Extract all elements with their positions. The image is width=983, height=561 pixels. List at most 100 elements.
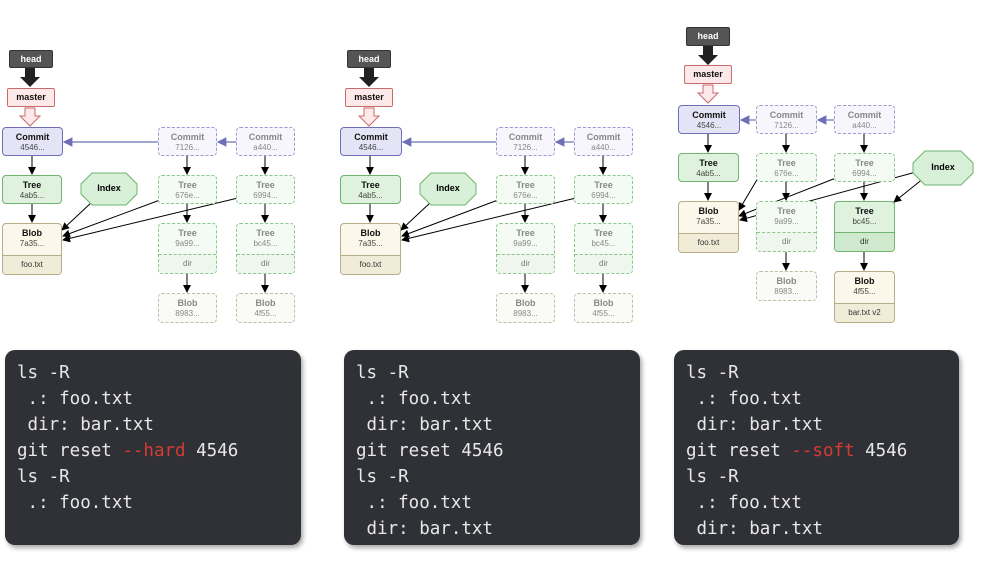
head-label: head bbox=[358, 54, 380, 64]
commit-hash: 4546... bbox=[20, 143, 45, 152]
command-arg: 4546 bbox=[854, 441, 908, 461]
terminal-line: dir: bar.txt bbox=[356, 519, 493, 539]
tree-hash: 9a99... bbox=[175, 239, 200, 248]
tree-4ab5: Tree 4ab5... bbox=[2, 175, 62, 204]
command-text: git reset bbox=[686, 441, 792, 461]
commit-7126: Commit 7126... bbox=[756, 105, 817, 134]
index-node bbox=[80, 172, 138, 206]
commit-hash: 7126... bbox=[774, 121, 799, 130]
commit-hash: a440... bbox=[591, 143, 616, 152]
terminal-line: .: foo.txt bbox=[356, 493, 472, 513]
command-text: git reset bbox=[17, 441, 123, 461]
commit-a440: Commit a440... bbox=[834, 105, 895, 134]
commit-7126: Commit 7126... bbox=[158, 127, 217, 156]
blob-4f55: Blob 4f55... bbox=[236, 293, 295, 323]
terminal-line: .: foo.txt bbox=[356, 389, 472, 409]
index-node bbox=[419, 172, 477, 206]
blob-title: Blob bbox=[22, 228, 42, 238]
tree-bc45: Tree bc45... dir bbox=[236, 223, 295, 274]
head-ref: head bbox=[347, 50, 391, 68]
tree-hash: 9a99... bbox=[513, 239, 538, 248]
tree-hash: 9a99... bbox=[774, 217, 799, 226]
tree-4ab5: Tree 4ab5... bbox=[340, 175, 401, 204]
index-label: Index bbox=[931, 162, 955, 172]
tree-title: Tree bbox=[256, 228, 275, 238]
blob-hash: 4f55... bbox=[254, 309, 277, 318]
commit-hash: 7126... bbox=[513, 143, 538, 152]
tree-hash: 676e... bbox=[774, 169, 799, 178]
commit-title: Commit bbox=[170, 132, 205, 142]
tree-title: Tree bbox=[516, 228, 535, 238]
blob-7a35: Blob 7a35... foo.txt bbox=[2, 223, 62, 275]
tree-title: Tree bbox=[777, 206, 796, 216]
tree-4ab5: Tree 4ab5... bbox=[678, 153, 739, 182]
commit-4546: Commit 4546... bbox=[340, 127, 402, 156]
master-label: master bbox=[16, 92, 46, 102]
panel-mixed-reset: head master Commit 4546... Commit 7126..… bbox=[338, 0, 668, 561]
terminal-line: .: foo.txt bbox=[17, 389, 133, 409]
blob-title: Blob bbox=[776, 276, 797, 286]
index-label: Index bbox=[97, 183, 121, 193]
blob-filename: foo.txt bbox=[341, 255, 400, 274]
terminal-output: ls -R .: foo.txt dir: bar.txt git reset … bbox=[344, 350, 640, 545]
blob-hash: 8983... bbox=[513, 309, 538, 318]
tree-dirname: dir bbox=[575, 254, 632, 273]
tree-9a99: Tree 9a99... dir bbox=[756, 201, 817, 252]
blob-filename: foo.txt bbox=[679, 233, 738, 252]
tree-bc45: Tree bc45... dir bbox=[574, 223, 633, 274]
commit-hash: a440... bbox=[852, 121, 877, 130]
commit-title: Commit bbox=[769, 110, 804, 120]
terminal-line: dir: bar.txt bbox=[356, 415, 493, 435]
terminal-line: .: foo.txt bbox=[686, 389, 802, 409]
tree-hash: 4ab5... bbox=[358, 191, 383, 200]
panel-soft-reset: head master Commit 4546... Commit 7126..… bbox=[674, 0, 983, 561]
master-label: master bbox=[693, 69, 723, 79]
tree-dirname: dir bbox=[835, 232, 894, 251]
terminal-line: dir: bar.txt bbox=[17, 415, 154, 435]
tree-hash: 6994... bbox=[591, 191, 616, 200]
blob-title: Blob bbox=[698, 206, 719, 216]
terminal-line: dir: bar.txt bbox=[686, 415, 823, 435]
tree-hash: 4ab5... bbox=[19, 191, 45, 200]
tree-hash: 676e... bbox=[175, 191, 200, 200]
diagram-edges bbox=[696, 46, 925, 271]
terminal-line: ls -R bbox=[356, 363, 409, 383]
head-label: head bbox=[20, 54, 42, 64]
tree-hash: bc45... bbox=[591, 239, 616, 248]
command-text: git reset 4546 bbox=[356, 441, 504, 461]
panel-hard-reset: head master Commit 4546... Commit 7126..… bbox=[0, 0, 330, 561]
diagram-edges bbox=[18, 68, 269, 293]
commit-4546: Commit 4546... bbox=[2, 127, 63, 156]
tree-9a99: Tree 9a99... dir bbox=[496, 223, 555, 274]
blob-4f55: Blob 4f55... bbox=[574, 293, 633, 323]
blob-title: Blob bbox=[177, 298, 198, 308]
index-node bbox=[912, 150, 974, 186]
commit-title: Commit bbox=[248, 132, 283, 142]
terminal-output: ls -R .: foo.txt dir: bar.txt git reset … bbox=[5, 350, 301, 545]
tree-title: Tree bbox=[855, 206, 874, 216]
commit-hash: a440... bbox=[253, 143, 278, 152]
tree-bc45: Tree bc45... dir bbox=[834, 201, 895, 252]
commit-a440: Commit a440... bbox=[574, 127, 633, 156]
blob-hash: 8983... bbox=[175, 309, 200, 318]
tree-6994: Tree 6994... bbox=[574, 175, 633, 204]
blob-title: Blob bbox=[515, 298, 536, 308]
git-object-diagram: head master Commit 4546... Commit 7126..… bbox=[338, 0, 668, 340]
tree-hash: bc45... bbox=[253, 239, 278, 248]
diagram-edges bbox=[357, 68, 607, 293]
terminal-line: ls -R bbox=[686, 363, 739, 383]
tree-6994: Tree 6994... bbox=[236, 175, 295, 204]
tree-dirname: dir bbox=[237, 254, 294, 273]
tree-title: Tree bbox=[594, 228, 613, 238]
tree-title: Tree bbox=[594, 180, 613, 190]
terminal-line: .: foo.txt bbox=[17, 493, 133, 513]
blob-8983: Blob 8983... bbox=[158, 293, 217, 323]
terminal-line: .: foo.txt bbox=[686, 493, 802, 513]
blob-title: Blob bbox=[360, 228, 381, 238]
blob-title: Blob bbox=[593, 298, 614, 308]
commit-hash: 7126... bbox=[175, 143, 200, 152]
tree-hash: 676e... bbox=[513, 191, 538, 200]
tree-hash: 4ab5... bbox=[696, 169, 721, 178]
commit-title: Commit bbox=[354, 132, 388, 142]
blob-title: Blob bbox=[255, 298, 276, 308]
